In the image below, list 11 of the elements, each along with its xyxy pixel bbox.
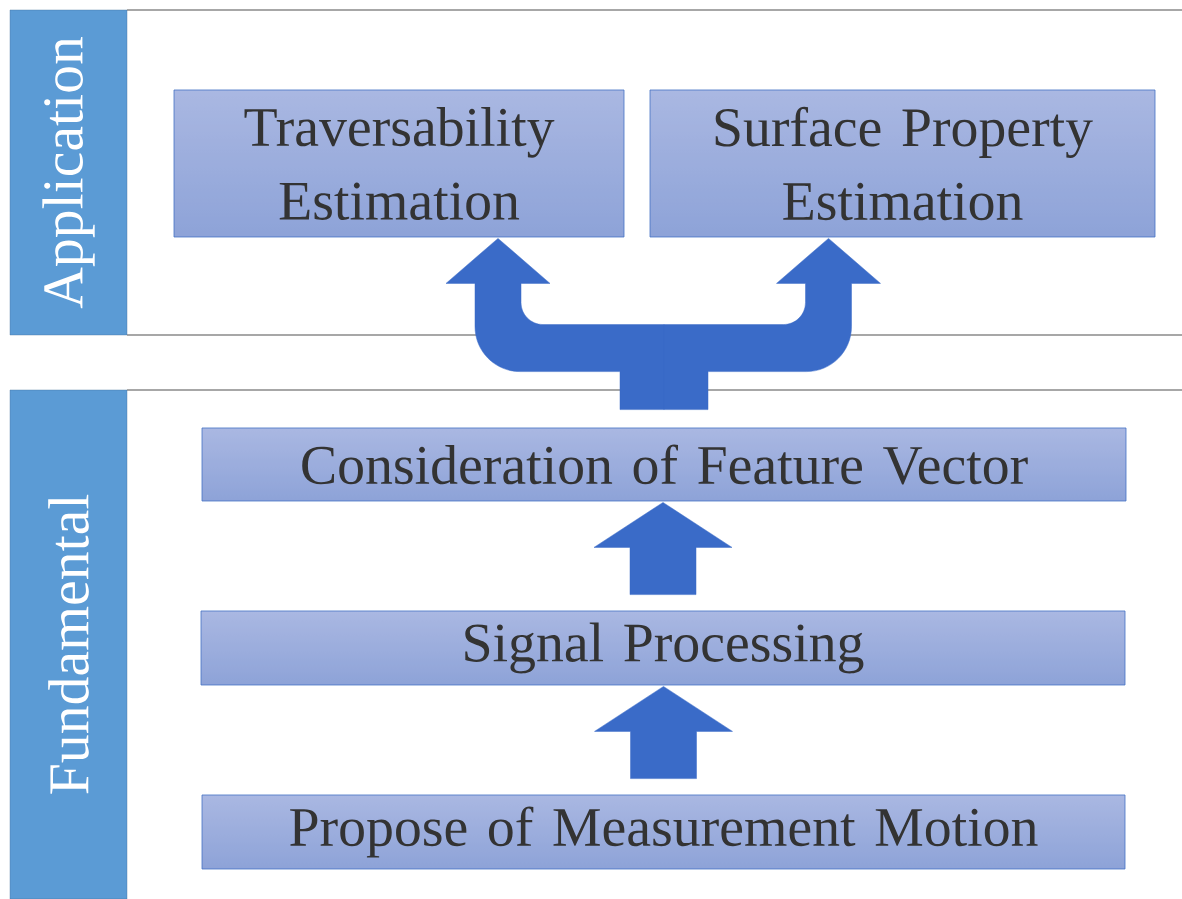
process-box: Propose of Measurement Motion: [201, 794, 1126, 870]
process-box: Surface Property Estimation: [649, 89, 1156, 238]
block-arrow: [445, 238, 665, 410]
block-arrow: [593, 502, 733, 595]
section-band: Fundamental: [9, 389, 128, 899]
process-box: Consideration of Feature Vector: [201, 427, 1127, 502]
process-box: Traversability Estimation: [173, 89, 625, 238]
block-arrow: [663, 238, 881, 410]
section-band: Application: [9, 9, 128, 336]
block-arrow: [594, 686, 733, 779]
process-box: Signal Processing: [200, 610, 1126, 686]
